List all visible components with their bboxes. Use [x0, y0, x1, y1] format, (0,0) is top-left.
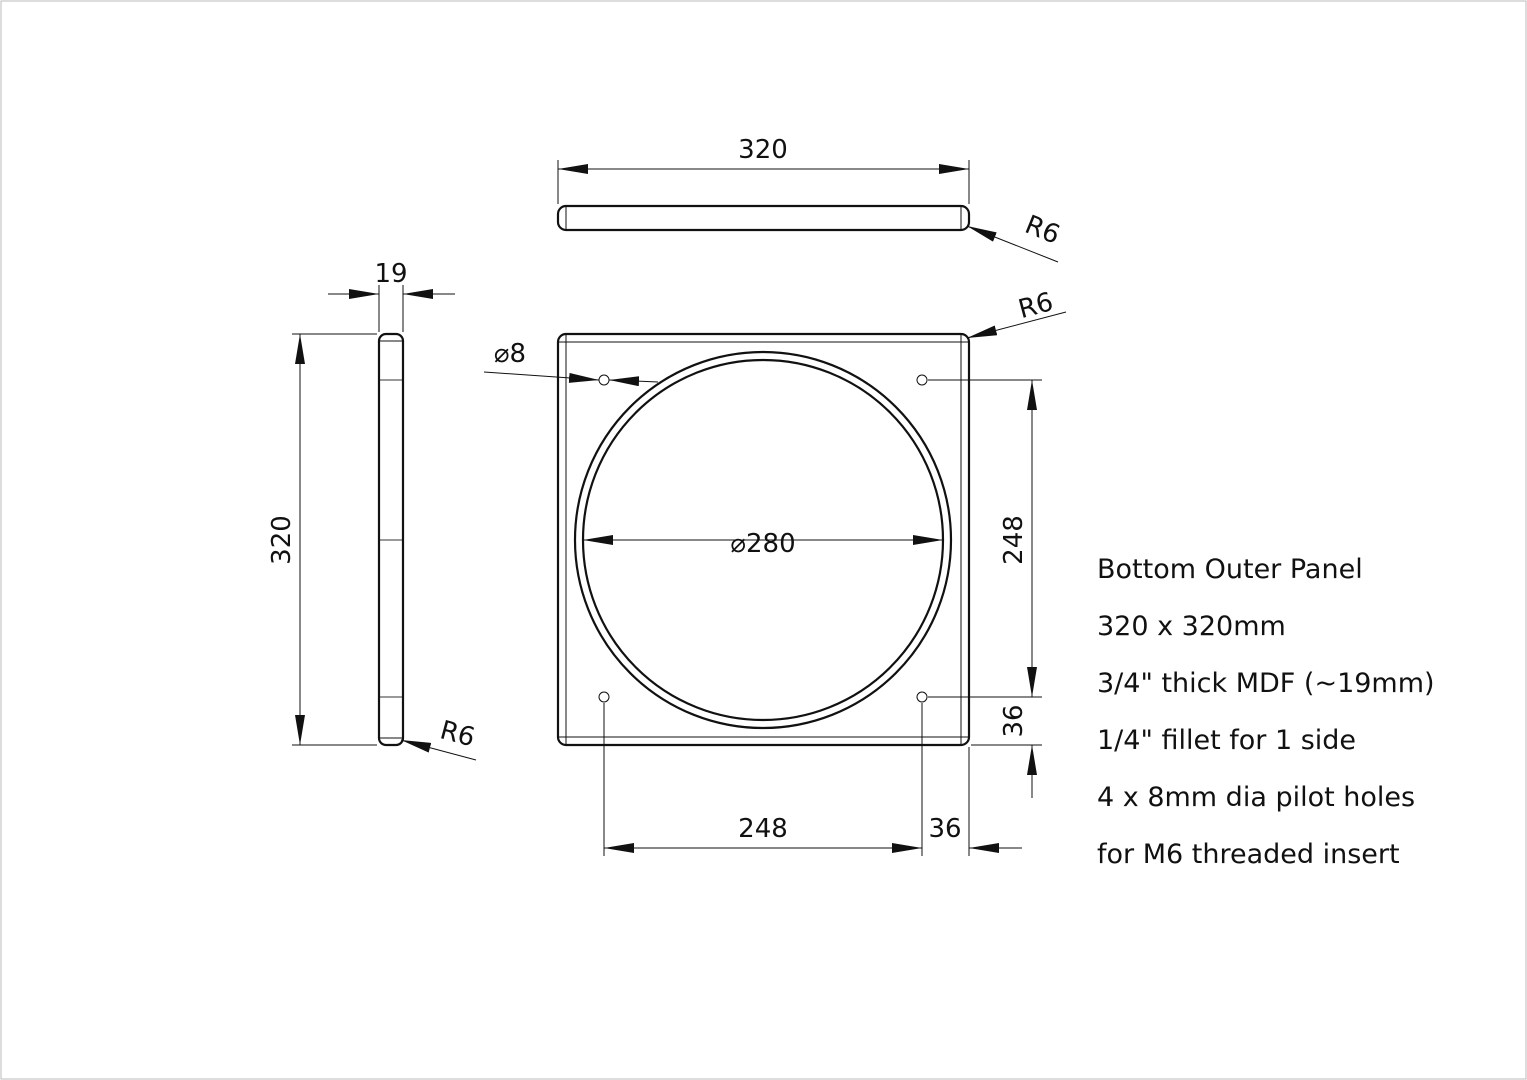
- note-line-title: Bottom Outer Panel: [1097, 554, 1363, 585]
- panel-outline: [556, 332, 971, 747]
- side-view-thickness-label: 19: [374, 259, 407, 289]
- vertical-hole-spacing-label: 248: [999, 515, 1029, 565]
- top-view-outline: [556, 204, 971, 232]
- cutout-circle-outer: [573, 350, 953, 730]
- hole-diameter-leader-right: [608, 376, 659, 387]
- horizontal-edge-offset-label: 36: [928, 814, 961, 844]
- front-view: ⌀280 ⌀8 R6 248 36 248 36: [483, 287, 1067, 856]
- note-line-holes: 4 x 8mm dia pilot holes: [1097, 782, 1415, 813]
- hole-diameter-leader: [483, 371, 600, 383]
- side-view-radius-label: R6: [437, 715, 478, 753]
- pilot-hole-top-right: [916, 374, 928, 386]
- panel-radius-label: R6: [1015, 287, 1056, 325]
- top-view-radius-label: R6: [1021, 210, 1064, 251]
- cutout-diameter-label: ⌀280: [730, 529, 795, 559]
- pilot-hole-bottom-right: [916, 691, 928, 703]
- side-view-height-label: 320: [267, 515, 297, 565]
- hole-diameter-label: ⌀8: [494, 339, 526, 369]
- side-view-outline: [377, 332, 405, 747]
- vertical-edge-offset-label: 36: [999, 704, 1029, 737]
- pilot-hole-bottom-left: [598, 691, 610, 703]
- note-line-insert: for M6 threaded insert: [1097, 839, 1400, 870]
- note-line-material: 3/4" thick MDF (~19mm): [1097, 668, 1435, 699]
- horizontal-hole-spacing-label: 248: [738, 814, 788, 844]
- side-view: 19 320 R6: [267, 259, 478, 761]
- panel-radius-leader: [966, 311, 1067, 339]
- drawing-notes: Bottom Outer Panel 320 x 320mm 3/4" thic…: [1097, 554, 1435, 870]
- side-view-radius-leader: [400, 739, 477, 761]
- top-view: 320 R6: [556, 135, 1064, 263]
- note-line-fillet: 1/4" fillet for 1 side: [1097, 725, 1356, 756]
- pilot-hole-top-left: [598, 374, 610, 386]
- top-view-width-label: 320: [738, 135, 788, 165]
- top-view-radius-leader: [966, 225, 1059, 263]
- note-line-size: 320 x 320mm: [1097, 611, 1286, 642]
